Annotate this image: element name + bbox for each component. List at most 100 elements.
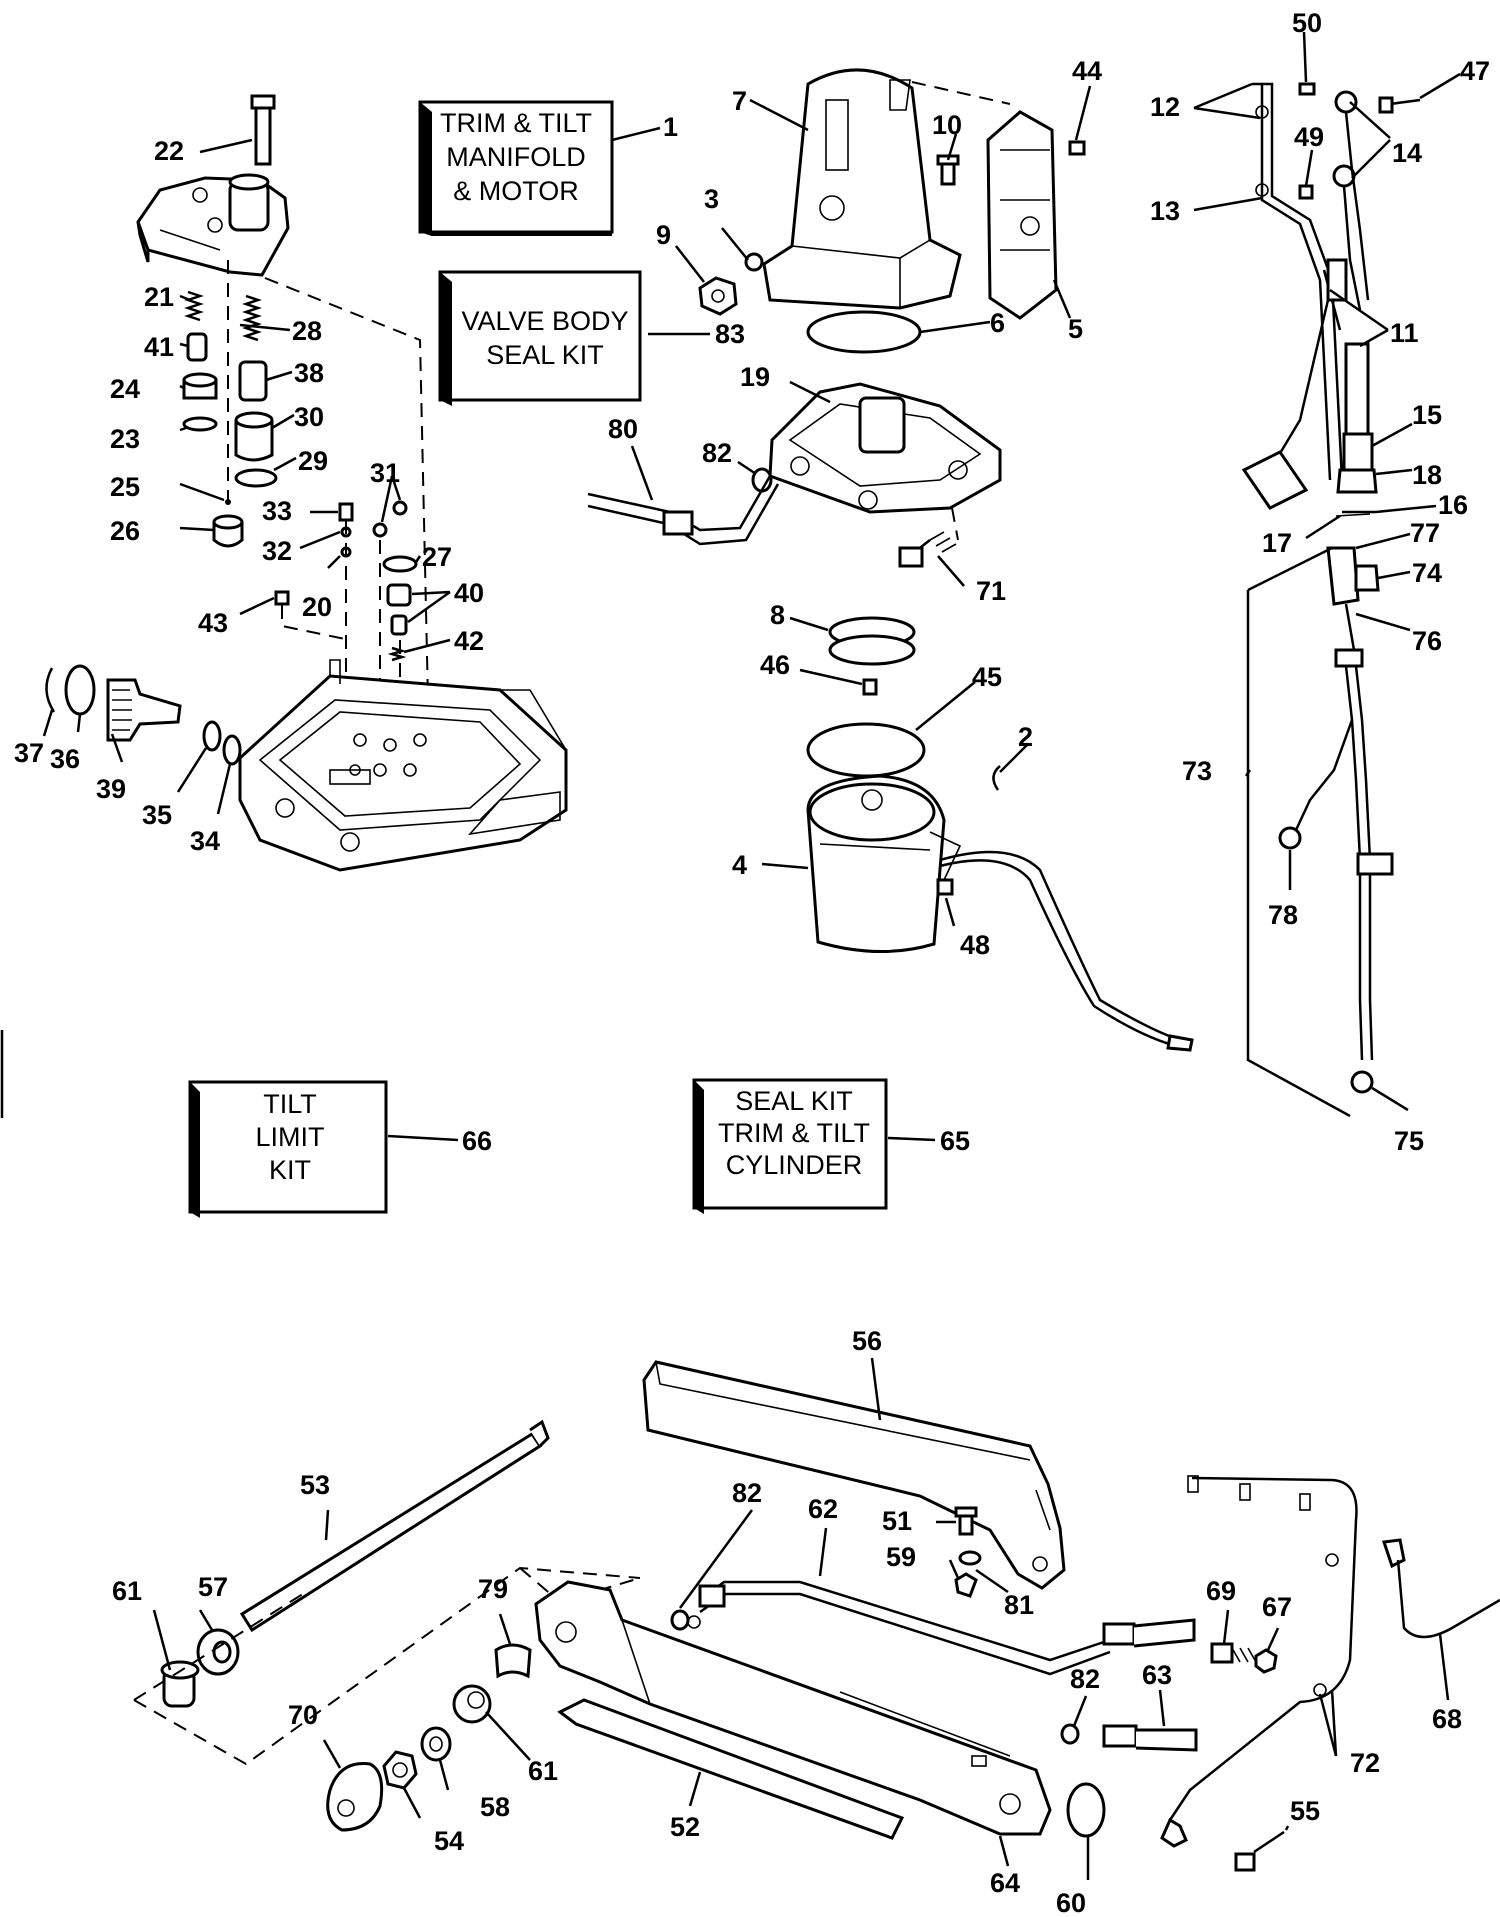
callout-41: 41 (144, 332, 174, 362)
callout-9: 9 (656, 220, 671, 250)
seal-16 (1335, 513, 1371, 517)
callout-38: 38 (294, 358, 324, 388)
strap-68 (1381, 1538, 1500, 1639)
washer-3 (744, 252, 764, 272)
callout-4: 4 (732, 850, 747, 880)
tube-80 (587, 475, 780, 546)
kit-box-tilt-limit-kit: TILT LIMIT KIT (188, 1080, 388, 1218)
o-ring-29 (234, 468, 278, 488)
motor-cover-7 (762, 68, 962, 310)
seat-24 (182, 372, 218, 400)
washer-57 (196, 1628, 240, 1676)
callout-26: 26 (110, 516, 140, 546)
connector-18 (1336, 432, 1378, 494)
callout-8: 8 (770, 600, 785, 630)
callout-36: 36 (50, 744, 80, 774)
connector-5 (986, 110, 1058, 320)
shaft-53 (239, 1419, 550, 1633)
callout-42: 42 (454, 626, 484, 656)
callout-54: 54 (434, 1826, 464, 1856)
callout-35: 35 (142, 800, 172, 830)
motor-leads (939, 850, 1194, 1052)
cable-11 (1268, 258, 1370, 471)
callout-55: 55 (1290, 1796, 1320, 1826)
callout-25: 25 (110, 472, 140, 502)
piston-38 (238, 360, 268, 402)
screw-33 (338, 502, 354, 522)
kit-line: VALVE BODY (461, 306, 628, 336)
kit-line: & MOTOR (453, 176, 579, 206)
ball-31a (372, 522, 388, 538)
cylinder-64 (534, 1580, 1052, 1836)
screw-51 (954, 1506, 978, 1536)
callout-78: 78 (1268, 900, 1298, 930)
callout-64: 64 (990, 1868, 1020, 1898)
callout-58: 58 (480, 1792, 510, 1822)
callout-13: 13 (1150, 196, 1180, 226)
callout-17: 17 (1262, 528, 1292, 558)
screw-71 (898, 531, 957, 568)
plug-26 (212, 514, 244, 548)
cylinder-30 (234, 411, 274, 462)
spring-42 (387, 646, 407, 662)
kit-ref: 66 (462, 1126, 492, 1156)
screw-10 (936, 154, 960, 186)
callout-19: 19 (740, 362, 770, 392)
callout-56: 56 (852, 1326, 882, 1356)
bushing-79 (494, 1643, 532, 1679)
callout-59: 59 (886, 1542, 916, 1572)
callout-10: 10 (932, 110, 962, 140)
bracket-72 (1160, 1475, 1358, 1848)
support-56 (642, 1360, 1066, 1590)
callout-2: 2 (1018, 722, 1033, 752)
kit-line: TRIM & TILT (440, 108, 592, 138)
bushing-61-right (452, 1684, 492, 1724)
callout-67: 67 (1262, 1592, 1292, 1622)
valve-39 (106, 678, 182, 742)
spring-28 (242, 294, 262, 342)
callout-49: 49 (1294, 122, 1324, 152)
callout-60: 60 (1056, 1888, 1086, 1917)
kit-line: MANIFOLD (446, 142, 586, 172)
callout-7: 7 (732, 86, 747, 116)
callout-27: 27 (422, 542, 452, 572)
callout-6: 6 (990, 308, 1005, 338)
callout-82-top: 82 (702, 438, 732, 468)
callout-82-low: 82 (1070, 1664, 1100, 1694)
callout-39: 39 (96, 774, 126, 804)
kit-box-valve-body-seal-kit: VALVE BODY SEAL KIT (438, 270, 642, 406)
callout-37: 37 (14, 738, 44, 768)
harness-73 (1278, 546, 1394, 1094)
kit-line: CYLINDER (726, 1150, 863, 1180)
callout-81: 81 (1004, 1590, 1034, 1620)
electric-motor-4 (806, 774, 962, 954)
callout-18: 18 (1412, 460, 1442, 490)
callout-69: 69 (1206, 1576, 1236, 1606)
kit-line: TILT (263, 1089, 317, 1119)
callout-72: 72 (1350, 1748, 1380, 1778)
kit-ref: 83 (715, 319, 745, 349)
lead-14 (1332, 90, 1370, 311)
o-ring-82-mid (670, 1609, 690, 1631)
callout-76: 76 (1412, 626, 1442, 656)
callout-53: 53 (300, 1470, 330, 1500)
callout-79: 79 (478, 1574, 508, 1604)
callout-71: 71 (976, 576, 1006, 606)
callout-23: 23 (110, 424, 140, 454)
kit-line: SEAL KIT (486, 340, 604, 370)
manifold-base (238, 659, 568, 872)
valve-40 (386, 583, 412, 636)
callout-40: 40 (454, 578, 484, 608)
kit-box-seal-kit-trim-tilt-cylinder: SEAL KIT TRIM & TILT CYLINDER (692, 1078, 888, 1214)
callout-45: 45 (972, 662, 1002, 692)
o-ring-82-low (1060, 1723, 1080, 1745)
nut-67 (1254, 1648, 1278, 1674)
callout-20: 20 (302, 592, 332, 622)
callout-57: 57 (198, 1572, 228, 1602)
callout-31: 31 (370, 458, 400, 488)
kit-line: LIMIT (255, 1122, 324, 1152)
callout-70: 70 (288, 1700, 318, 1730)
clip-59 (954, 1572, 978, 1598)
callout-51: 51 (882, 1506, 912, 1536)
